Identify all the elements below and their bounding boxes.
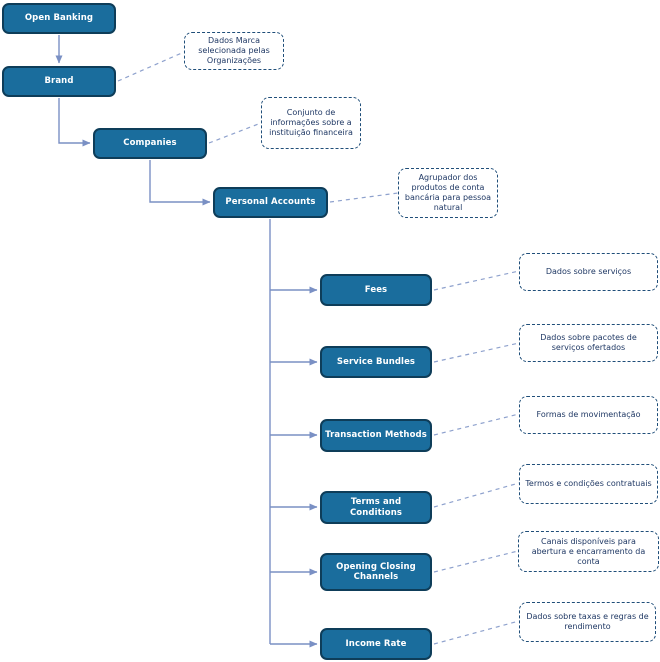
annotation-personal-accounts: Agrupador dos produtos de conta bancária… (398, 168, 498, 218)
edge-companies-personal (149, 160, 211, 206)
node-companies: Companies (93, 128, 207, 159)
node-income-rate: Income Rate (320, 628, 432, 660)
node-personal-accounts: Personal Accounts (213, 187, 328, 218)
link-companies-annotation (208, 122, 262, 144)
annotation-terms-and-conditions: Termos e condições contratuais (519, 464, 658, 504)
annotation-opening-closing-channels: Canais disponíveis para abertura e encar… (518, 531, 659, 572)
node-opening-closing-channels: Opening Closing Channels (320, 553, 432, 591)
link-service-bundles-annotation (433, 342, 520, 363)
annotation-fees: Dados sobre serviços (519, 253, 658, 291)
node-fees: Fees (320, 274, 432, 306)
link-terms-annotation (433, 482, 520, 508)
link-brand-annotation (117, 51, 185, 82)
link-transaction-annotation (433, 413, 520, 436)
annotation-service-bundles: Dados sobre pacotes de serviços ofertado… (519, 324, 658, 362)
node-transaction-methods: Transaction Methods (320, 419, 432, 452)
annotation-brand: Dados Marca selecionada pelas Organizaçõ… (184, 32, 284, 70)
node-terms-and-conditions: Terms and Conditions (320, 491, 432, 524)
annotation-companies: Conjunto de informações sobre a institui… (261, 97, 361, 149)
node-brand: Brand (2, 66, 116, 97)
link-fees-annotation (433, 270, 520, 291)
link-income-annotation (433, 620, 520, 645)
link-opening-annotation (433, 550, 519, 573)
annotation-transaction-methods: Formas de movimentação (519, 396, 658, 434)
link-personal-annotation (329, 192, 399, 203)
annotation-income-rate: Dados sobre taxas e regras de rendimento (519, 602, 656, 642)
node-service-bundles: Service Bundles (320, 346, 432, 378)
edge-brand-companies (58, 98, 91, 147)
node-open-banking: Open Banking (2, 3, 116, 34)
